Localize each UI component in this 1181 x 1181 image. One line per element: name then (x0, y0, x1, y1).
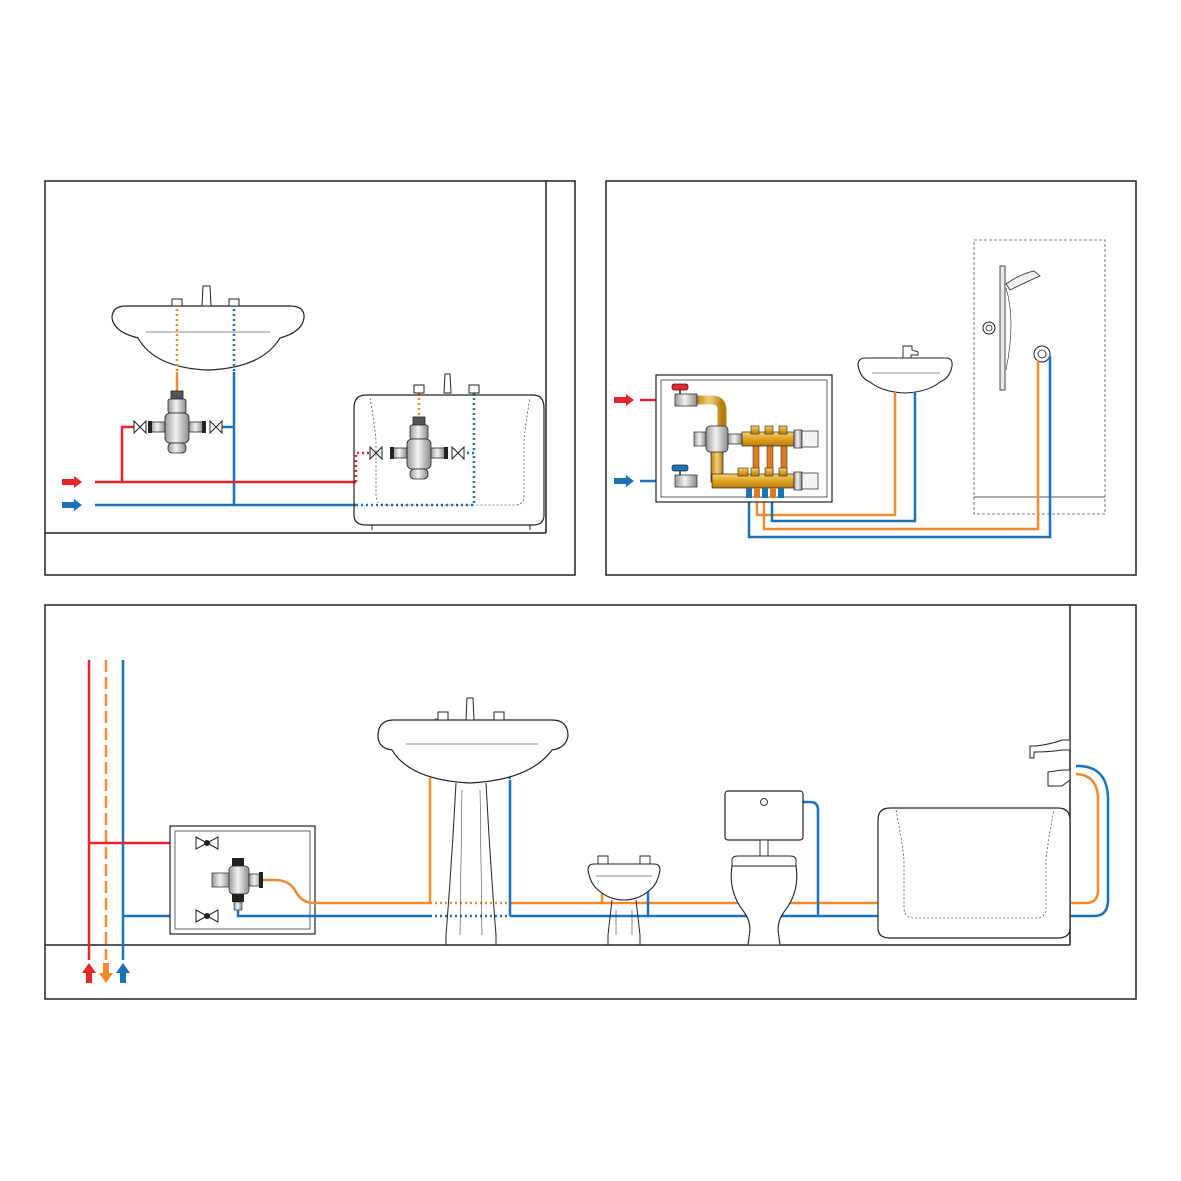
shut-off-valve-icon (451, 445, 465, 461)
panel-manifold-system (605, 180, 1137, 576)
panel-centralised (44, 604, 1137, 1000)
thermostatic-mixing-valve (693, 425, 743, 453)
shut-off-valve-icon (133, 419, 147, 435)
bidet (587, 855, 661, 945)
panel-frame (44, 180, 576, 576)
shut-off-valve-icon (195, 836, 219, 850)
toilet (724, 790, 804, 946)
panel-frame (44, 604, 1137, 1000)
thermostatic-mixing-valve (211, 858, 263, 911)
arrow-up-icon (82, 963, 96, 983)
tap-handle-cold (228, 298, 240, 307)
panel-frame (605, 180, 1137, 576)
ball-valve-icon (671, 383, 698, 407)
manifold (741, 425, 819, 477)
arrow-right-icon (62, 476, 82, 488)
bath-spout (1029, 739, 1071, 759)
shut-off-valve-icon (209, 419, 223, 435)
arrow-right-icon (62, 499, 82, 511)
arrow-right-icon (614, 394, 634, 406)
arrow-right-icon (614, 475, 634, 487)
ball-valve-icon (671, 464, 698, 488)
shower (973, 239, 1106, 515)
bathtub (877, 807, 1071, 939)
thermostatic-mixing-valve (390, 416, 448, 480)
panel-point-of-use (44, 180, 576, 576)
pipes (95, 309, 476, 507)
bathtub (353, 373, 545, 530)
washbasin (111, 285, 305, 371)
bath-mixer-control (1047, 769, 1071, 787)
arrow-up-icon (116, 963, 130, 983)
washbasin (377, 697, 569, 945)
shut-off-valve-icon (369, 445, 383, 461)
shut-off-valve-icon (195, 909, 219, 923)
arrow-down-icon (99, 963, 113, 983)
thermostatic-mixing-valve (148, 390, 206, 454)
tap-handle-hot (171, 298, 183, 307)
manifold (711, 467, 819, 498)
washbasin (857, 345, 953, 394)
manifold-cabinet (655, 374, 833, 503)
